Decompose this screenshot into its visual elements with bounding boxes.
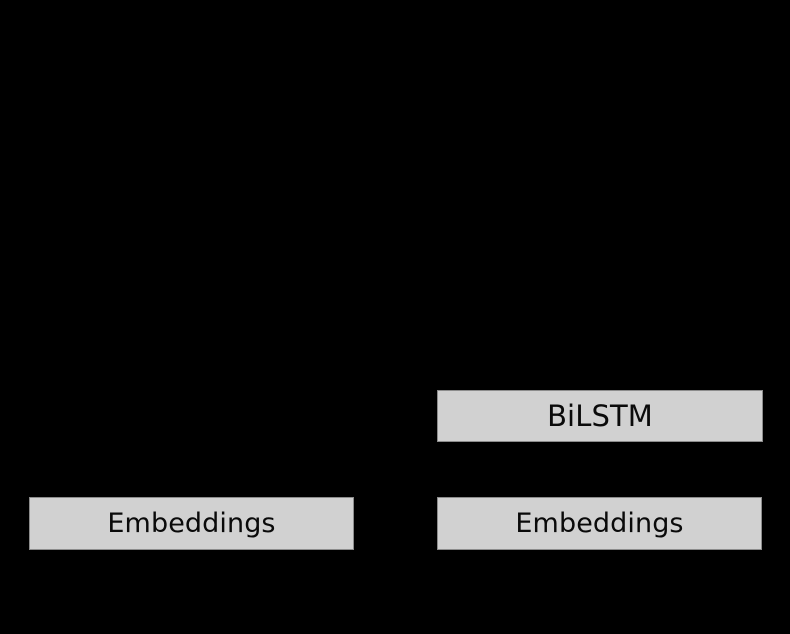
node-bilstm-label: BiLSTM [547, 398, 653, 433]
node-bilstm[interactable]: BiLSTM [437, 390, 763, 442]
node-embeddings-right[interactable]: Embeddings [437, 497, 762, 550]
node-embeddings-left-label: Embeddings [107, 508, 276, 539]
upper-blank-region [0, 0, 790, 388]
node-embeddings-right-label: Embeddings [515, 508, 684, 539]
node-embeddings-left[interactable]: Embeddings [29, 497, 354, 550]
